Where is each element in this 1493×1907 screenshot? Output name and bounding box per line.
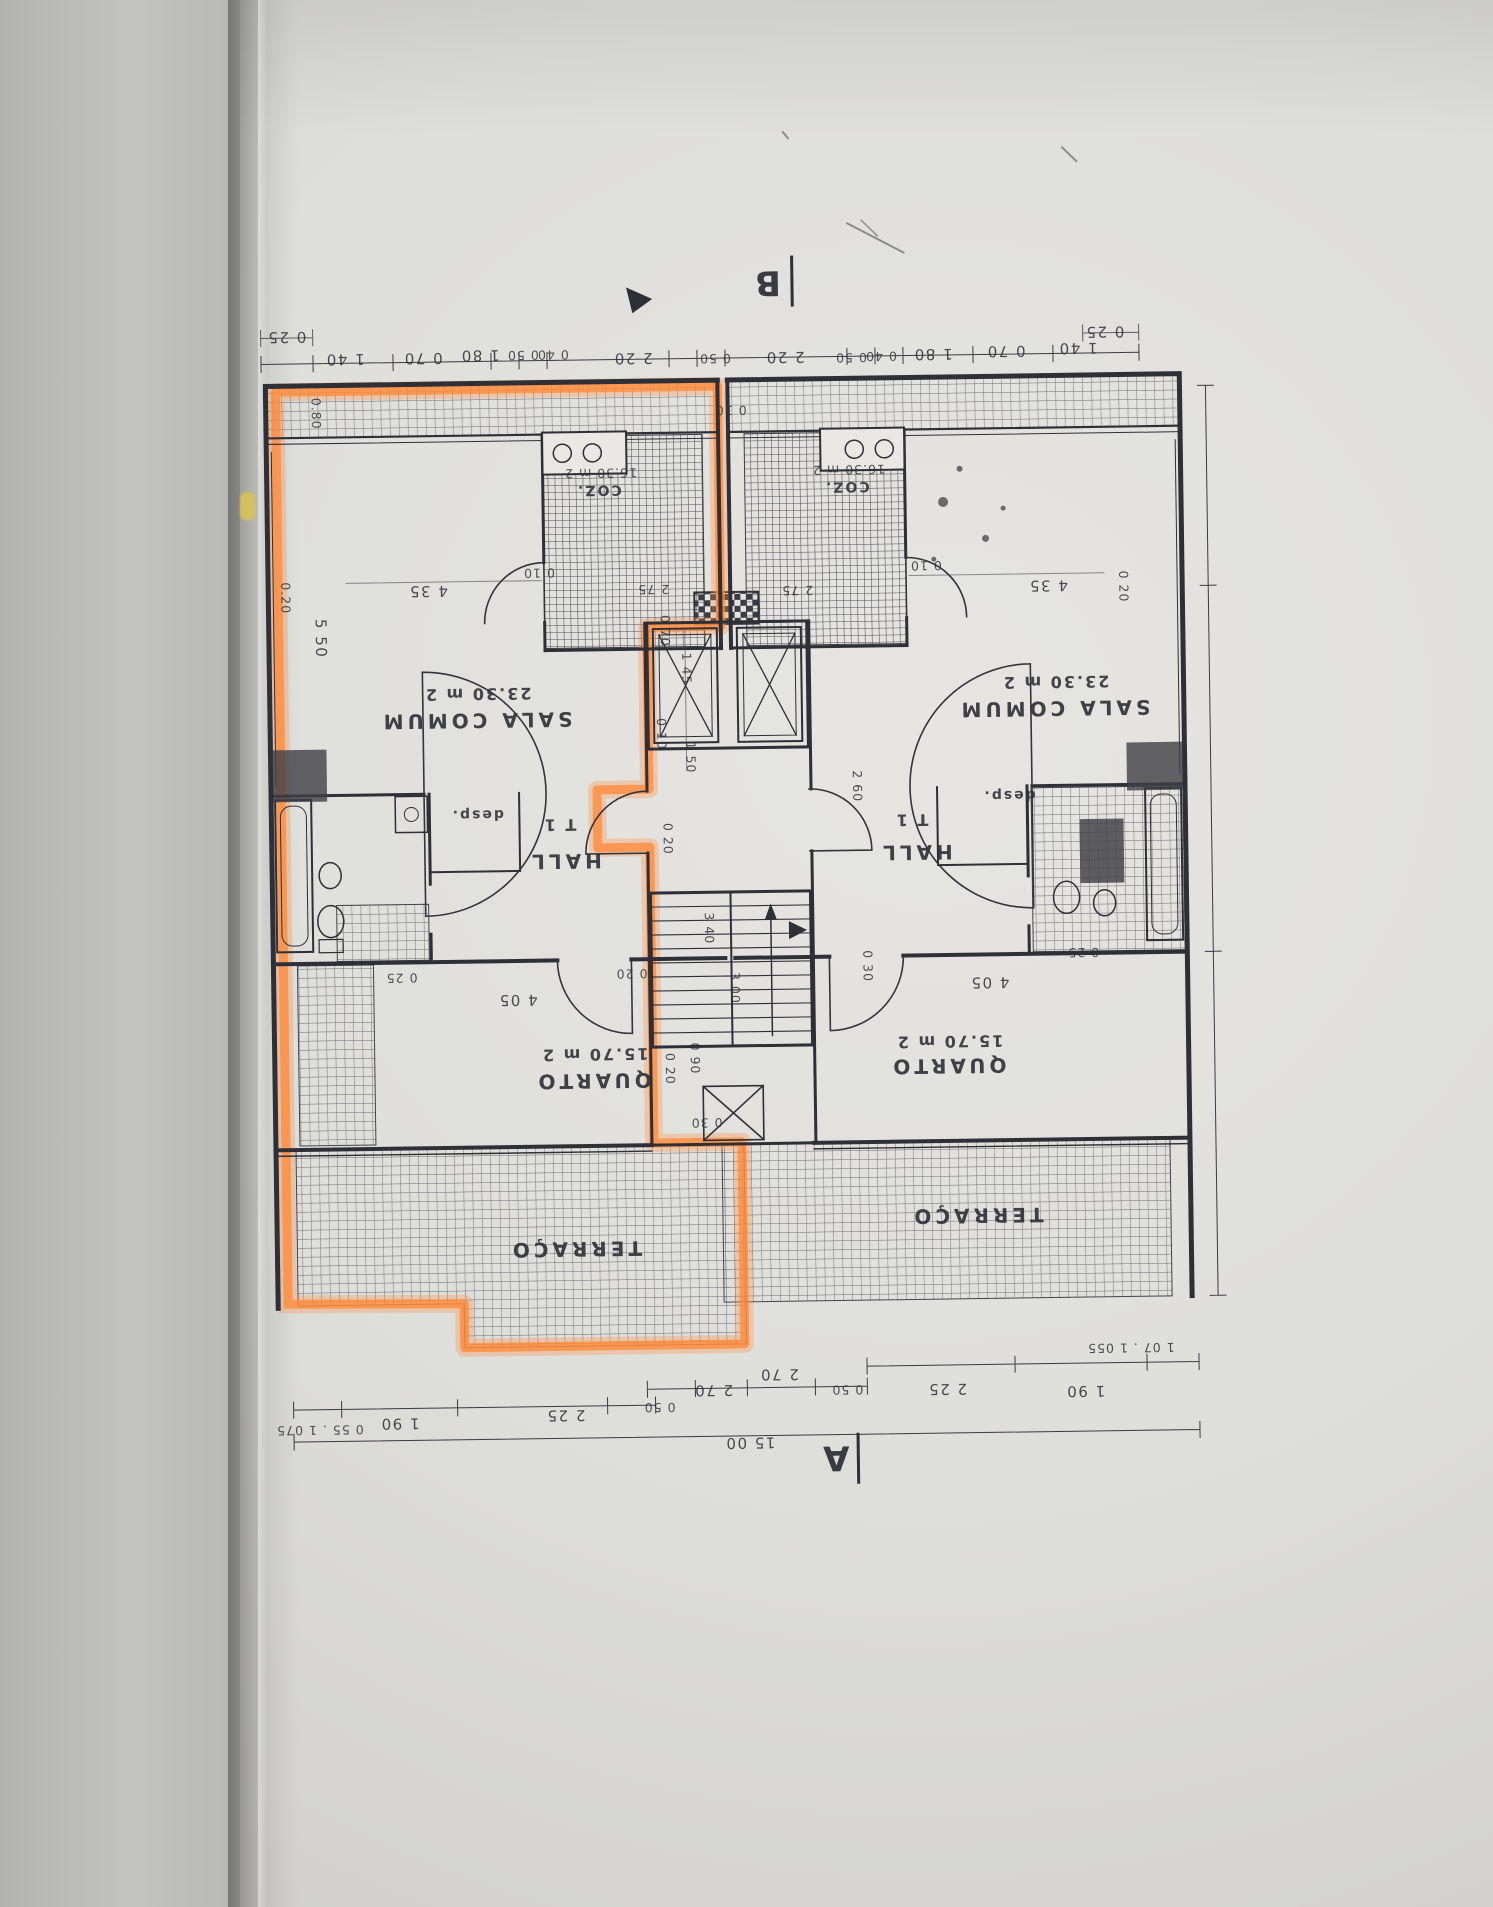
room-label-quarto-right: QUARTO — [889, 1053, 1007, 1079]
dim-inner-13: 0 10 — [654, 718, 669, 750]
dim-inner-10: 0 20 — [1116, 570, 1131, 602]
room-label-quarto-left: QUARTO — [534, 1068, 652, 1094]
room-label-sala-right: SALA COMUM — [957, 695, 1150, 722]
dim-bottom-8: 1 90 — [1066, 1382, 1106, 1401]
dim-inner-17: 3 40 — [702, 912, 717, 944]
dim-inner-14: 1 50 — [683, 742, 698, 774]
dim-inner-24: 0 25 — [1067, 945, 1099, 960]
bathroom-fixtures — [274, 786, 1185, 954]
dim-top-8: 2 20 — [765, 348, 805, 367]
dim-inner-11: 0 70 — [658, 615, 673, 647]
dim-inner-7: 2 75 — [781, 583, 813, 598]
area-label-coz-right: 16.30 m 2 — [812, 462, 885, 478]
dim-bottom-2: 2 25 — [546, 1406, 586, 1425]
dim-inner-2: 0 10 — [523, 565, 555, 580]
dim-bottom-7: 2 25 — [928, 1380, 968, 1399]
area-label-sala-left: 23.30 m 2 — [424, 684, 532, 704]
dim-inner-23: 4 05 — [970, 973, 1010, 992]
dim-top-5: 0 40 — [537, 347, 569, 362]
dark-fixture-right-bath — [1079, 818, 1125, 884]
section-marker-lines — [790, 255, 861, 1484]
dim-bottom-9: 1 07 . 1 055 — [1087, 1340, 1175, 1356]
pencil-scratches — [781, 130, 1078, 254]
dim-bottom-1: 1 90 — [380, 1414, 420, 1433]
dim-top-13: 1 40 — [1058, 339, 1098, 358]
kitchen-hatch-areas — [541, 431, 908, 650]
section-letter-a: A — [822, 1437, 850, 1477]
dim-inner-12: 1 45 — [679, 653, 694, 685]
dim-top-12: 0 70 — [986, 342, 1026, 361]
desk-background — [0, 0, 240, 1907]
dim-inner-18: 3 00 — [728, 972, 743, 1004]
dim-inner-19: 0 20 — [616, 966, 648, 981]
dim-top-10: 0 40 — [865, 349, 897, 364]
plan-arrow-icon — [788, 921, 807, 940]
dim-inner-3: 4 35 — [408, 582, 448, 601]
room-label-hall-right: HALL — [879, 840, 953, 865]
dim-top-0: 0 25 — [267, 328, 307, 347]
dim-inner-21: 0 25 — [386, 970, 418, 985]
dim-inner-6: 2 75 — [637, 582, 669, 597]
section-letter-b: B — [755, 262, 781, 302]
dim-top-9: 0 50 — [835, 350, 867, 365]
balcony-sink-boxes — [541, 426, 906, 476]
dim-inner-5: 5 50 — [312, 619, 331, 659]
area-label-quarto-right: 15.70 m 2 — [896, 1031, 1004, 1051]
terrace-hatch-areas — [264, 373, 1186, 1349]
yellow-highlighter-mark — [240, 492, 255, 520]
walls — [262, 371, 1195, 1311]
dim-inner-20: 0 30 — [860, 950, 875, 982]
staircase — [648, 889, 815, 1142]
dim-top-3: 1 80 — [460, 346, 500, 365]
dim-inner-16: 0 20 — [660, 823, 675, 855]
section-arrow-icon — [625, 287, 653, 314]
dim-bottom-10: 15 00 — [725, 1433, 776, 1452]
room-label-desp-left: desp. — [451, 806, 504, 823]
room-label-terraco-left: TERRAÇO — [509, 1236, 643, 1262]
page-edge-highlight — [258, 0, 268, 1907]
dim-bottom-4: 2 70 — [694, 1381, 734, 1400]
room-label-desp-right: desp. — [982, 787, 1035, 804]
room-label-coz-right: COZ. — [824, 478, 870, 495]
dim-top-11: 1 80 — [913, 345, 953, 364]
dim-inner-15: 2 60 — [850, 770, 865, 802]
dim-top-6: 2 20 — [613, 349, 653, 368]
type-label-right: T 1 — [895, 810, 929, 829]
dim-inner-26: 0 20 — [663, 1053, 678, 1085]
dim-inner-1: 0 30 — [715, 403, 747, 418]
dim-top-4: 0 50 — [507, 348, 539, 363]
area-label-coz-left: 16.30 m 2 — [564, 465, 637, 481]
room-label-hall-left: HALL — [528, 849, 602, 874]
dim-inner-4: 0.20 — [278, 582, 293, 614]
dim-inner-8: 0 10 — [910, 558, 942, 573]
dim-top-2: 0 70 — [403, 349, 443, 368]
room-label-sala-left: SALA COMUM — [379, 707, 572, 734]
room-label-coz-left: COZ. — [576, 481, 622, 498]
room-label-terraco-right: TERRAÇO — [910, 1203, 1044, 1229]
stair-direction-arrowhead — [764, 903, 777, 920]
dim-bottom-6: 0 50 — [831, 1382, 863, 1397]
dim-bottom-3: 0 50 — [644, 1400, 676, 1415]
dim-bottom-0: 0 55 . 1 075 — [276, 1422, 364, 1438]
dim-top-14: 0 25 — [1085, 322, 1125, 341]
dim-inner-25: 0 90 — [688, 1042, 703, 1074]
dark-corner-block-right — [1126, 741, 1184, 791]
dim-top-7: 0 50 — [699, 351, 731, 366]
dimension-chains — [260, 323, 1227, 1451]
door-swings — [421, 556, 1035, 1035]
ink-smudges — [931, 465, 1006, 562]
dark-corner-block-left — [272, 749, 328, 803]
area-label-quarto-left: 15.70 m 2 — [541, 1044, 649, 1064]
dim-inner-22: 4 05 — [498, 991, 538, 1010]
dim-inner-0: 0.80 — [309, 398, 324, 430]
dim-top-1: 1 40 — [325, 350, 365, 369]
duct-checker — [693, 590, 760, 626]
type-label-left: T 1 — [543, 815, 577, 834]
dim-inner-9: 4 35 — [1028, 576, 1068, 595]
dim-inner-27: 0 30 — [691, 1115, 723, 1130]
dim-bottom-5: 2 70 — [759, 1365, 799, 1384]
area-label-sala-right: 23.30 m 2 — [1002, 672, 1110, 693]
